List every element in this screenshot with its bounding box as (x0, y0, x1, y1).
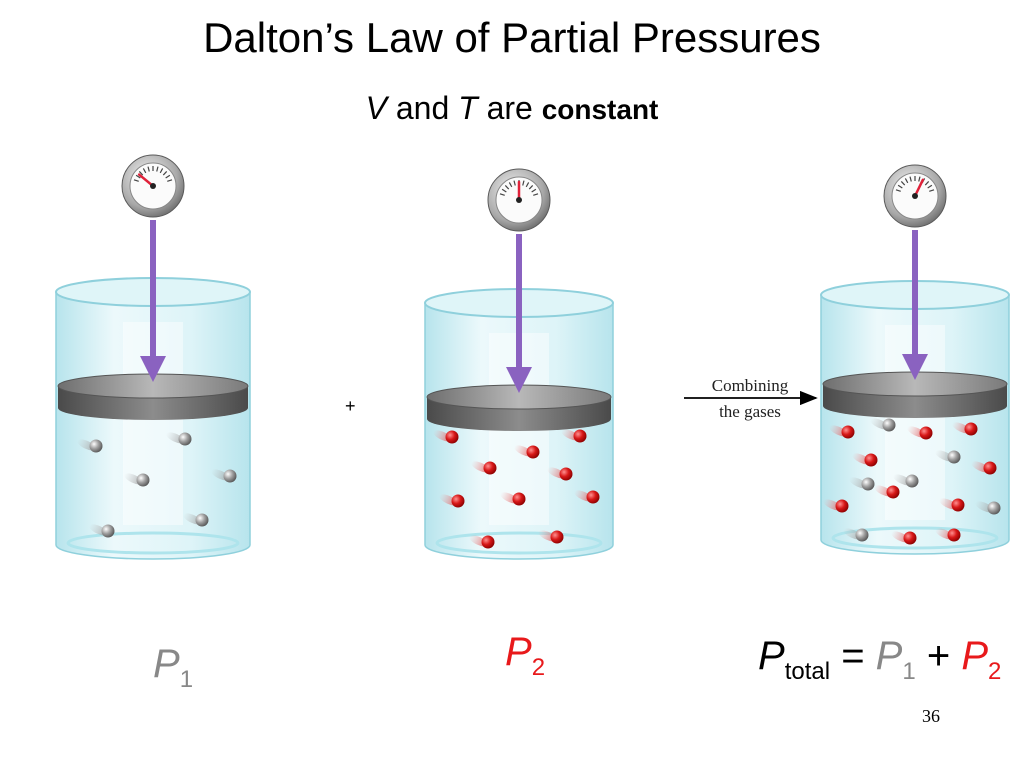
pressure-arrow-head (140, 356, 166, 382)
red-gas-particle (550, 530, 564, 544)
gray-gas-particle (223, 469, 237, 483)
gray-gas-particle (987, 501, 1001, 515)
beaker-bottom (66, 531, 240, 555)
subtitle-t: T (458, 90, 478, 126)
gray-gas-particle (905, 474, 919, 488)
red-gas-particle (526, 445, 540, 459)
red-gas-particle (586, 490, 600, 504)
glass-beaker (55, 291, 251, 560)
p2-symbol: P (505, 630, 532, 674)
plus-sign: + (345, 396, 356, 416)
red-gas-particle (559, 467, 573, 481)
gray-gas-particle (882, 418, 896, 432)
container-2 (424, 168, 614, 560)
pressure-gauge-icon (487, 168, 551, 232)
red-gas-particle (835, 499, 849, 513)
red-gas-particle (886, 485, 900, 499)
eq-p1-symbol: P (875, 634, 903, 678)
red-gas-particle (573, 429, 587, 443)
pressure-arrow-shaft (150, 220, 156, 360)
gray-gas-particle (89, 439, 103, 453)
subtitle-and: and (395, 90, 450, 126)
gray-gas-particle (136, 473, 150, 487)
ptotal-symbol: P (758, 634, 785, 678)
p1-symbol: P (153, 642, 180, 686)
subtitle-are: are (486, 90, 533, 126)
page-number: 36 (922, 706, 940, 726)
pressure-arrow-shaft (912, 230, 918, 358)
red-gas-particle (445, 430, 459, 444)
red-gas-particle (983, 461, 997, 475)
red-gas-particle (951, 498, 965, 512)
container-3 (820, 164, 1010, 555)
eq-p2-symbol: P (961, 634, 989, 678)
p2-subscript: 2 (531, 654, 546, 681)
beaker-bottom (831, 526, 999, 550)
pressure-gauge-icon (121, 154, 185, 218)
gauge-needle (137, 173, 155, 188)
gray-gas-particle (178, 432, 192, 446)
red-gas-particle (481, 535, 495, 549)
arrow-label-gases: the gases (719, 402, 781, 421)
p1-subscript: 1 (179, 666, 194, 693)
pressure-arrow-head (902, 354, 928, 380)
gray-gas-particle (861, 477, 875, 491)
label-total-equation: Ptotal = P1 + P2 (758, 632, 1001, 684)
ptotal-subscript: total (784, 658, 831, 685)
subtitle-constant: constant (541, 94, 659, 125)
pressure-gauge-icon (883, 164, 947, 228)
red-gas-particle (964, 422, 978, 436)
gray-gas-particle (195, 513, 209, 527)
red-gas-particle (841, 425, 855, 439)
slide-subtitle: V and T are constant (0, 88, 1024, 130)
slide-title: Dalton’s Law of Partial Pressures (203, 14, 821, 61)
arrow-label-combining: Combining (711, 376, 789, 395)
pressure-arrow-head (506, 367, 532, 393)
gray-gas-particle (947, 450, 961, 464)
red-gas-particle (483, 461, 497, 475)
red-gas-particle (903, 531, 917, 545)
eq-p1-subscript: 1 (902, 658, 916, 685)
label-p1: P1 (153, 640, 193, 692)
eq-p2-subscript: 2 (988, 658, 1002, 685)
label-p2: P2 (505, 628, 545, 680)
pressure-arrow-shaft (516, 234, 522, 371)
subtitle-v: V (365, 90, 387, 126)
container-1 (55, 154, 251, 560)
equals-sign: = (841, 634, 865, 678)
gray-gas-particle (101, 524, 115, 538)
eq-plus-sign: + (926, 634, 951, 678)
beaker-bottom (435, 531, 603, 555)
gray-gas-particle (855, 528, 869, 542)
red-gas-particle (451, 494, 465, 508)
red-gas-particle (947, 528, 961, 542)
red-gas-particle (512, 492, 526, 506)
red-gas-particle (864, 453, 878, 467)
red-gas-particle (919, 426, 933, 440)
